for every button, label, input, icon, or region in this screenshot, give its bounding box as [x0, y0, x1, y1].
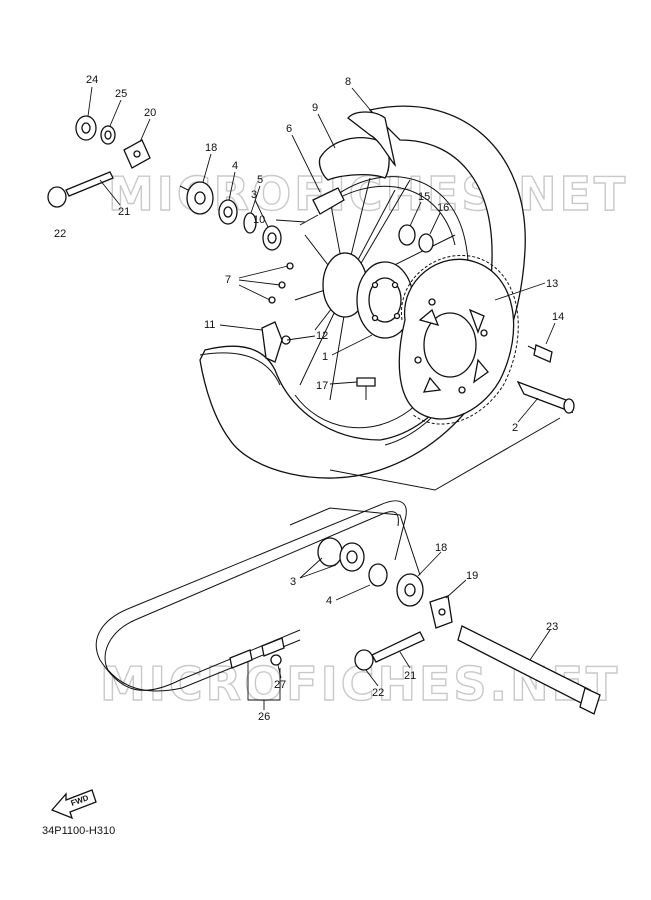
circlip-5 [243, 212, 257, 234]
callout-23: 23 [546, 621, 558, 633]
callout-4-lower: 4 [326, 595, 332, 607]
adjuster-20 [123, 139, 151, 169]
fwd-arrow-icon: FWD [50, 789, 97, 820]
callout-25: 25 [115, 88, 127, 100]
nut-22-lower [354, 649, 374, 671]
sprocket-bolt [527, 344, 553, 363]
frame-line-upper [329, 417, 561, 491]
nut-22-top [47, 186, 67, 208]
leader-lines [87, 86, 556, 710]
callout-21-lower: 21 [404, 670, 416, 682]
callout-18-top: 18 [205, 142, 217, 154]
callout-8: 8 [345, 76, 351, 88]
callout-3-top: 3 [251, 189, 257, 201]
chain-joint-26 [229, 637, 285, 669]
callout-10: 10 [253, 214, 265, 226]
callout-16: 16 [437, 202, 449, 214]
callout-17: 17 [316, 380, 328, 392]
hub [322, 252, 414, 339]
callout-24: 24 [86, 74, 98, 86]
callout-2: 2 [512, 422, 518, 434]
callout-22-lower: 22 [372, 687, 384, 699]
bearing-3-top [262, 225, 282, 251]
diagram-code: 34P1100-H310 [42, 825, 115, 837]
callout-12: 12 [316, 330, 328, 342]
bearing-15-16 [398, 224, 434, 253]
callout-9: 9 [312, 102, 318, 114]
seal-4-lower [368, 563, 388, 587]
axle-23 [457, 625, 601, 715]
washer-25 [100, 125, 116, 145]
spoke-nipples [268, 262, 294, 304]
callout-15: 15 [418, 191, 430, 203]
callout-22-top: 22 [54, 228, 66, 240]
callout-4-top: 4 [232, 160, 238, 172]
callout-7: 7 [225, 274, 231, 286]
callout-5: 5 [257, 174, 263, 186]
callout-18-lower: 18 [435, 542, 447, 554]
bearing-3-lower [317, 537, 365, 572]
callout-14: 14 [552, 311, 564, 323]
callout-6: 6 [286, 123, 292, 135]
sprocket [398, 255, 519, 425]
rim-band [318, 111, 397, 181]
callout-11: 11 [204, 319, 215, 331]
collar-18-lower [396, 573, 424, 607]
callout-1: 1 [322, 351, 328, 363]
callout-20: 20 [144, 107, 156, 119]
bolt-21-lower [371, 631, 425, 663]
collar [516, 380, 575, 414]
valve-nut [356, 377, 376, 400]
bolt-21-top [65, 171, 114, 197]
drive-chain [95, 500, 407, 692]
callout-27: 27 [274, 679, 286, 691]
bracket-11-12 [261, 321, 291, 363]
callout-19: 19 [466, 570, 478, 582]
adjuster-19 [429, 595, 453, 629]
callout-labels: 24 25 20 18 4 5 3 21 22 8 9 6 10 15 16 7… [54, 74, 564, 723]
callout-3-lower: 3 [290, 576, 296, 588]
collar-18-top [179, 181, 214, 215]
callout-13: 13 [546, 278, 558, 290]
nut-24 [75, 115, 97, 141]
callout-26: 26 [258, 711, 270, 723]
callout-21-top: 21 [118, 206, 130, 218]
seal-4-top [218, 199, 238, 225]
inner-tube [299, 187, 345, 226]
